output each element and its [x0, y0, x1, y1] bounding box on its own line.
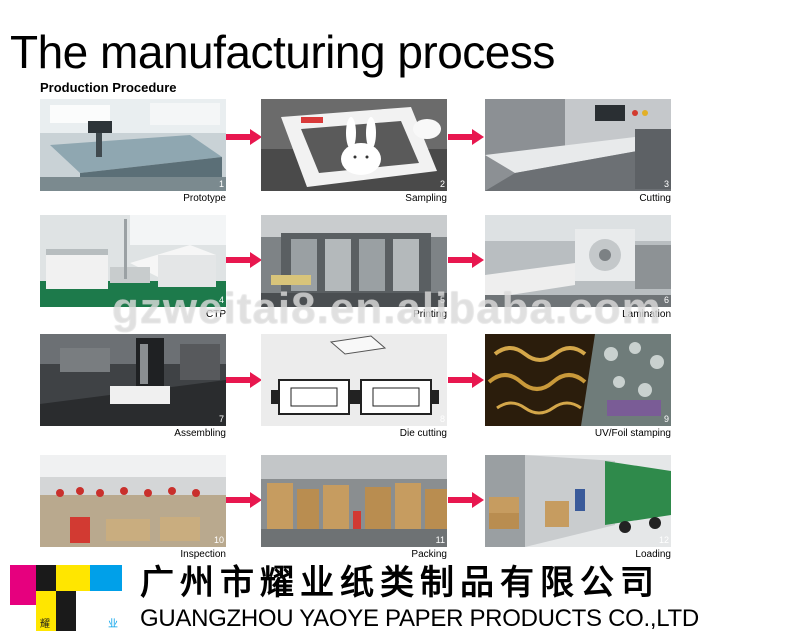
step-inspection: 10 Inspection	[40, 455, 226, 565]
company-name-en: GUANGZHOU YAOYE PAPER PRODUCTS CO.,LTD	[140, 605, 699, 632]
step-number: 11	[435, 535, 445, 545]
step-number: 12	[658, 535, 669, 545]
step-label: Die cutting	[399, 428, 447, 439]
step-label: Cutting	[639, 193, 671, 204]
step-label: Prototype	[183, 193, 226, 204]
truck-loading-photo	[485, 455, 671, 547]
step-label: Printing	[413, 309, 447, 320]
step-number: 6	[663, 295, 669, 305]
step-number: 8	[439, 414, 445, 424]
inspection-workers-photo	[40, 455, 226, 547]
ctp-machine-photo	[40, 215, 226, 307]
cutting-plotter-photo	[40, 99, 226, 191]
watermark: gzweitai8.en.alibaba.com	[112, 284, 662, 333]
step-number: 7	[218, 414, 224, 424]
step-label: Packing	[411, 549, 447, 560]
arrow-right-icon	[448, 129, 484, 145]
step-uv-foil-stamping: 9 UV/Foil stamping	[485, 334, 671, 444]
step-prototype: 1 Prototype	[40, 99, 226, 209]
step-number: 4	[218, 295, 224, 305]
main-title: The manufacturing process	[10, 26, 555, 78]
step-packing: 11 Packing	[261, 455, 447, 565]
arrow-right-icon	[448, 372, 484, 388]
step-label: Sampling	[405, 193, 447, 204]
arrow-right-icon	[226, 129, 262, 145]
step-number: 10	[213, 535, 224, 545]
step-cutting: 3 Cutting	[485, 99, 671, 209]
step-lamination: 6 Lamination	[485, 215, 671, 325]
arrow-right-icon	[448, 492, 484, 508]
step-number: 2	[439, 179, 445, 189]
arrow-right-icon	[448, 252, 484, 268]
rabbit-sample-photo	[261, 99, 447, 191]
step-number: 1	[218, 179, 224, 189]
printing-press-photo	[261, 215, 447, 307]
logo-char: 业	[108, 619, 118, 630]
step-label: Lamination	[622, 309, 671, 320]
company-name-cn: 广州市耀业纸类制品有限公司	[140, 563, 660, 603]
laminator-photo	[485, 215, 671, 307]
arrow-right-icon	[226, 372, 262, 388]
step-label: CTP	[206, 309, 226, 320]
step-loading: 12 Loading	[485, 455, 671, 565]
step-assembling: 7 Assembling	[40, 334, 226, 444]
die-cut-blanks-photo	[261, 334, 447, 426]
step-printing: 5 Printing	[261, 215, 447, 325]
step-label: Loading	[635, 549, 671, 560]
step-number: 9	[663, 414, 669, 424]
guillotine-cutter-photo	[485, 99, 671, 191]
assembly-machine-photo	[40, 334, 226, 426]
foil-stamped-paper-photo	[485, 334, 671, 426]
arrow-right-icon	[226, 492, 262, 508]
yaoye-logo-icon	[10, 565, 122, 631]
company-logo: 耀 业	[10, 563, 130, 633]
logo-char: 耀	[40, 619, 50, 630]
step-label: Inspection	[180, 549, 226, 560]
step-number: 5	[439, 295, 445, 305]
step-ctp: 4 CTP	[40, 215, 226, 325]
step-label: Assembling	[174, 428, 226, 439]
step-die-cutting: 8 Die cutting	[261, 334, 447, 444]
arrow-right-icon	[226, 252, 262, 268]
step-number: 3	[663, 179, 669, 189]
warehouse-cartons-photo	[261, 455, 447, 547]
step-label: UV/Foil stamping	[594, 428, 671, 439]
step-sampling: 2 Sampling	[261, 99, 447, 209]
section-title: Production Procedure	[40, 80, 177, 95]
